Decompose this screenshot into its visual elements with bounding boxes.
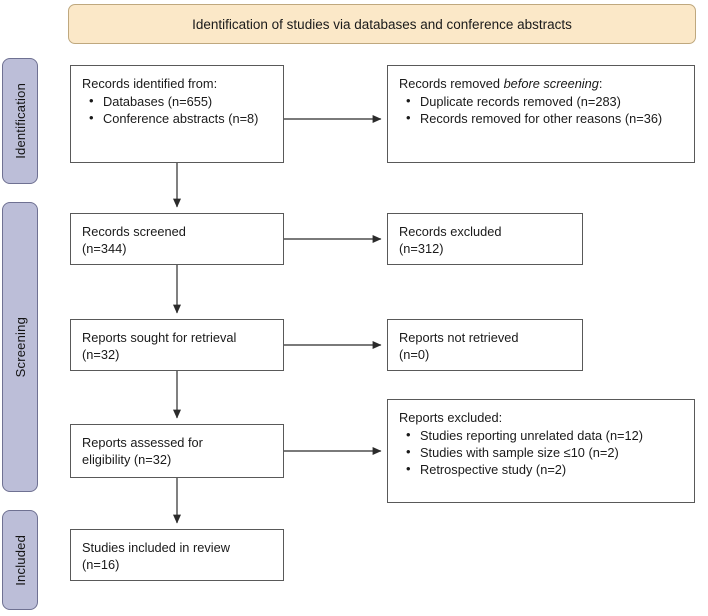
bullet-item: Records removed for other reasons (n=36)	[406, 109, 684, 127]
box-studies-included: Studies included in review (n=16)	[70, 529, 284, 581]
banner-label: Identification of studies via databases …	[192, 16, 572, 32]
box-line-2: (n=312)	[399, 241, 444, 257]
stage-label-included: Included	[12, 534, 28, 586]
box-line-2: (n=32)	[82, 347, 120, 363]
box-line-2: (n=344)	[82, 241, 127, 257]
bullet-item: Studies with sample size ≤10 (n=2)	[406, 443, 684, 461]
box-reports-assessed: Reports assessed for eligibility (n=32)	[70, 424, 284, 478]
box-records-removed: Records removed before screening: Duplic…	[387, 65, 695, 163]
box-line-1: Reports assessed for	[82, 435, 203, 450]
box-line-1: Records screened	[82, 224, 186, 239]
box-title-emphasis: before screening	[503, 76, 599, 91]
box-records-screened: Records screened (n=344)	[70, 213, 284, 265]
box-reports-sought: Reports sought for retrieval (n=32)	[70, 319, 284, 371]
bullet-item: Retrospective study (n=2)	[406, 460, 684, 478]
bullet-item: Duplicate records removed (n=283)	[406, 92, 684, 110]
stage-label-screening: Screening	[12, 316, 28, 378]
box-line-2: (n=16)	[82, 557, 120, 573]
box-line-1: Records excluded	[399, 224, 502, 239]
box-bullet-list: Studies reporting unrelated data (n=12) …	[399, 426, 684, 478]
box-title: Records identified from:	[82, 76, 218, 91]
box-reports-excluded: Reports excluded: Studies reporting unre…	[387, 399, 695, 503]
box-title: Records removed before screening:	[399, 75, 684, 92]
stage-tab-included: Included	[2, 510, 38, 610]
box-title-prefix: Records removed	[399, 76, 504, 91]
bullet-item: Conference abstracts (n=8)	[89, 109, 273, 127]
bullet-item: Databases (n=655)	[89, 92, 273, 110]
box-bullet-list: Duplicate records removed (n=283) Record…	[399, 92, 684, 127]
box-reports-not-retrieved: Reports not retrieved (n=0)	[387, 319, 583, 371]
box-bullet-list: Databases (n=655) Conference abstracts (…	[82, 92, 273, 127]
box-title-suffix: :	[598, 76, 603, 91]
stage-tab-screening: Screening	[2, 202, 38, 492]
box-records-excluded: Records excluded (n=312)	[387, 213, 583, 265]
stage-tab-identification: Identification	[2, 58, 38, 184]
box-line-1: Studies included in review	[82, 540, 230, 555]
diagram-banner: Identification of studies via databases …	[68, 4, 696, 44]
box-records-identified: Records identified from: Databases (n=65…	[70, 65, 284, 163]
stage-label-identification: Identification	[12, 83, 28, 159]
box-line-1: Reports not retrieved	[399, 330, 519, 345]
bullet-item: Studies reporting unrelated data (n=12)	[406, 426, 684, 444]
box-line-2: eligibility (n=32)	[82, 452, 172, 468]
box-line-2: (n=0)	[399, 347, 430, 363]
box-title: Reports excluded:	[399, 410, 503, 425]
box-line-1: Reports sought for retrieval	[82, 330, 237, 345]
